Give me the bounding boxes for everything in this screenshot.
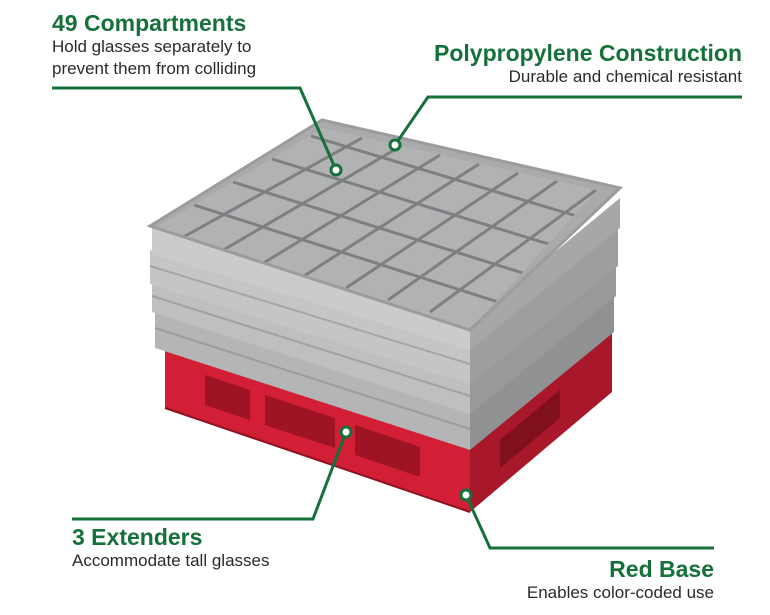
callout-extenders-title: 3 Extenders bbox=[72, 524, 203, 550]
callout-compartments-title: 49 Compartments bbox=[52, 10, 247, 36]
callout-construction-desc: Durable and chemical resistant bbox=[508, 67, 742, 86]
callout-base-desc: Enables color-coded use bbox=[526, 583, 714, 602]
callout-construction: Polypropylene Construction Durable and c… bbox=[434, 40, 742, 88]
red-base bbox=[164, 328, 612, 513]
callout-compartments: 49 Compartments Hold glasses separately … bbox=[52, 10, 256, 80]
callout-base-title: Red Base bbox=[609, 556, 714, 582]
top-rack bbox=[146, 118, 624, 350]
callout-dots bbox=[329, 138, 473, 502]
callout-extenders: 3 Extenders Accommodate tall glasses bbox=[72, 524, 269, 572]
extender-3 bbox=[154, 292, 614, 450]
callout-compartments-desc-line-1: Hold glasses separately to bbox=[52, 37, 252, 56]
callout-compartments-desc-line-2: prevent them from colliding bbox=[52, 59, 257, 78]
extender-1 bbox=[149, 228, 618, 384]
callout-leaders bbox=[52, 86, 742, 550]
callout-base: Red Base Enables color-coded use bbox=[527, 556, 714, 604]
callout-construction-title: Polypropylene Construction bbox=[434, 40, 742, 66]
extender-2 bbox=[151, 260, 616, 414]
callout-extenders-desc: Accommodate tall glasses bbox=[72, 551, 270, 570]
